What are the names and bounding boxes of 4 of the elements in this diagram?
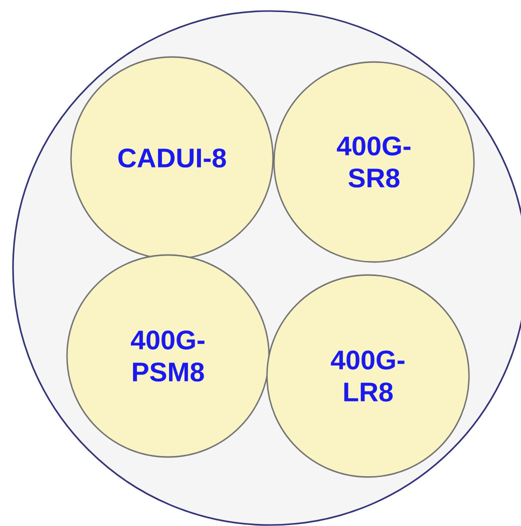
bubble: 400G-PSM8 — [66, 254, 270, 458]
bubble: 400G-SR8 — [273, 61, 475, 263]
bubble: 400G-LR8 — [266, 274, 470, 478]
bubble: CADUI-8 — [70, 56, 274, 260]
